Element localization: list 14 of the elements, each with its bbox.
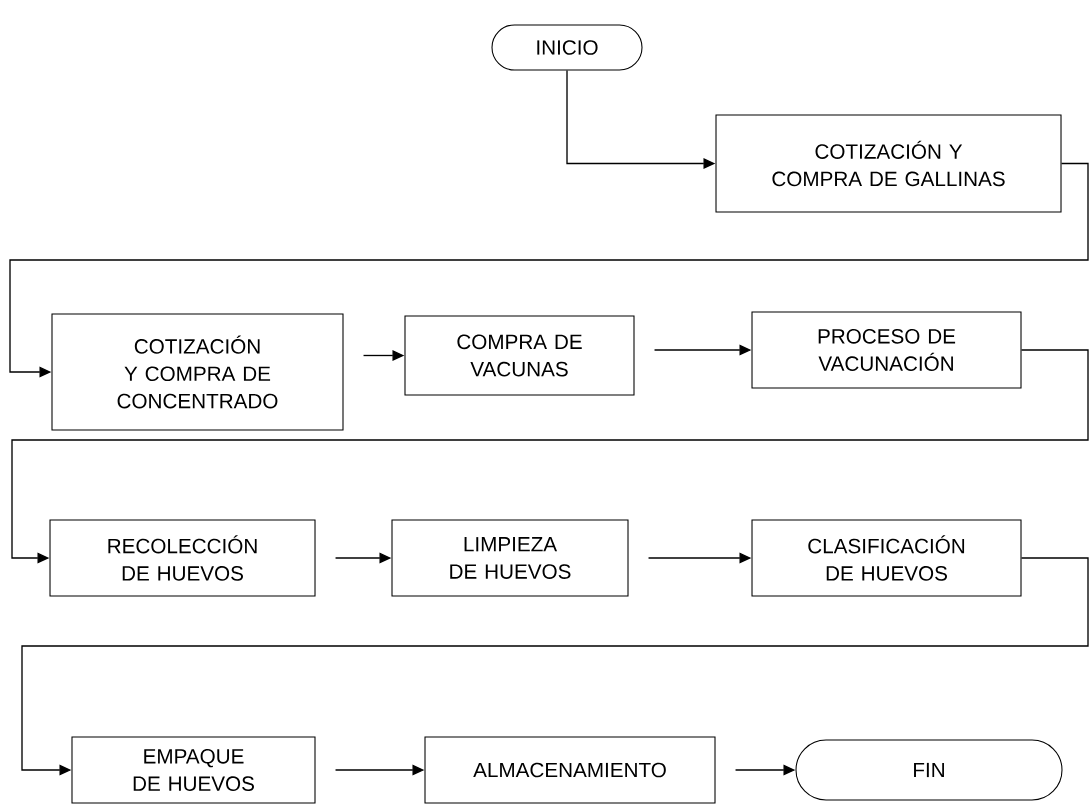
terminal-box: FIN <box>795 739 1063 801</box>
process-box: RECOLECCIÓN DE HUEVOS <box>49 519 316 597</box>
terminal-box: INICIO <box>491 24 643 71</box>
process-box: COMPRA DE VACUNAS <box>404 315 635 396</box>
process-box: PROCESO DE VACUNACIÓN <box>751 311 1022 389</box>
process-box: CLASIFICACIÓN DE HUEVOS <box>751 519 1022 597</box>
arrow <box>11 349 1089 564</box>
process-box: ALMACENAMIENTO <box>424 736 716 804</box>
arrow <box>21 557 1089 776</box>
process-box: EMPAQUE DE HUEVOS <box>71 736 316 804</box>
process-box: COTIZACIÓN Y COMPRA DE CONCENTRADO <box>51 313 344 431</box>
arrow <box>9 162 1089 378</box>
process-box: LIMPIEZA DE HUEVOS <box>391 519 629 597</box>
process-box: COTIZACIÓN Y COMPRA DE GALLINAS <box>715 114 1062 213</box>
